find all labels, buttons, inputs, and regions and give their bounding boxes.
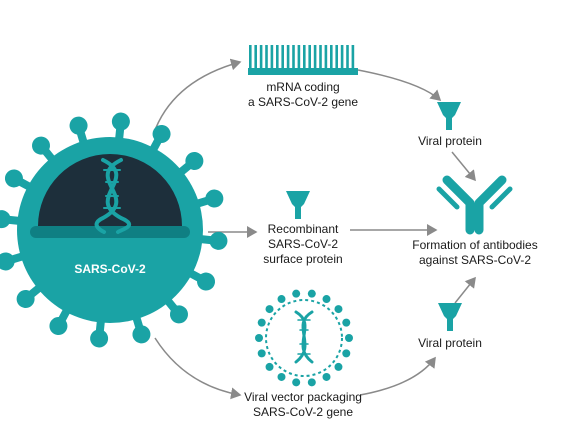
mrna-base xyxy=(265,45,268,69)
antibody-icon xyxy=(436,175,513,235)
virus-label: SARS-CoV-2 xyxy=(74,262,146,276)
vector-spike xyxy=(342,349,351,358)
mrna-base xyxy=(319,45,322,69)
arrow-virus-to-mrna xyxy=(154,58,242,131)
arrow-protein-to-antibody-bottom xyxy=(454,276,476,304)
mrna-base xyxy=(351,45,355,69)
vector-spike xyxy=(322,295,331,304)
vector-spike xyxy=(257,349,266,358)
protein-icon-top xyxy=(437,102,461,130)
vector-label: Viral vector packaging SARS-CoV-2 gene xyxy=(244,390,362,419)
vector-spike xyxy=(307,378,316,387)
mrna-base xyxy=(292,45,295,69)
mrna-base xyxy=(297,45,301,69)
mrna-base xyxy=(346,45,349,69)
vector-spike xyxy=(345,334,353,342)
vector-spike xyxy=(292,378,301,387)
vector-spike xyxy=(292,289,301,298)
mrna-strand-icon xyxy=(248,45,358,75)
mrna-base xyxy=(286,45,290,69)
mrna-label: mRNA coding a SARS-CoV-2 gene xyxy=(247,80,359,109)
mrna-base xyxy=(335,45,338,69)
mrna-base xyxy=(270,45,274,69)
mrna-base xyxy=(259,45,263,69)
arrows xyxy=(154,58,476,400)
protein-icon-bottom xyxy=(438,303,462,331)
vector-spike xyxy=(277,372,286,381)
arrow-vector-to-protein xyxy=(359,356,436,396)
virus-spikes xyxy=(0,112,228,348)
vector-spike xyxy=(334,305,343,314)
antibodies-label: Formation of antibodies against SARS-CoV… xyxy=(412,238,538,267)
mrna-base xyxy=(308,45,311,69)
mrna-base xyxy=(281,45,284,69)
mrna-base xyxy=(249,45,252,69)
vector-spike xyxy=(265,362,274,371)
vector-spike xyxy=(265,305,274,314)
arrow-virus-to-vector xyxy=(154,337,242,400)
vector-spike xyxy=(257,318,266,327)
vector-spike xyxy=(255,334,263,342)
vector-spike xyxy=(307,289,316,298)
mrna-base xyxy=(340,45,344,69)
mrna-base xyxy=(303,45,306,69)
vector-spike xyxy=(334,362,343,371)
protein-icon-middle xyxy=(286,191,310,219)
arrow-mrna-to-protein xyxy=(357,69,442,102)
recombinant-label: Recombinant SARS-CoV-2 surface protein xyxy=(263,222,343,266)
mrna-base xyxy=(324,45,328,69)
vector-spike xyxy=(342,318,351,327)
viral-vector-icon xyxy=(255,289,353,387)
mrna-base xyxy=(254,45,257,69)
mrna-base xyxy=(330,45,333,69)
mrna-base xyxy=(313,45,317,69)
vector-spike xyxy=(322,372,331,381)
viral-protein-bottom-label: Viral protein xyxy=(418,336,482,350)
virus-icon xyxy=(0,112,228,348)
viral-protein-top-label: Viral protein xyxy=(418,134,482,148)
dna-helix-icon xyxy=(94,158,131,234)
arrow-protein-to-antibody xyxy=(451,151,476,182)
mrna-base xyxy=(276,45,279,69)
vector-spike xyxy=(277,295,286,304)
